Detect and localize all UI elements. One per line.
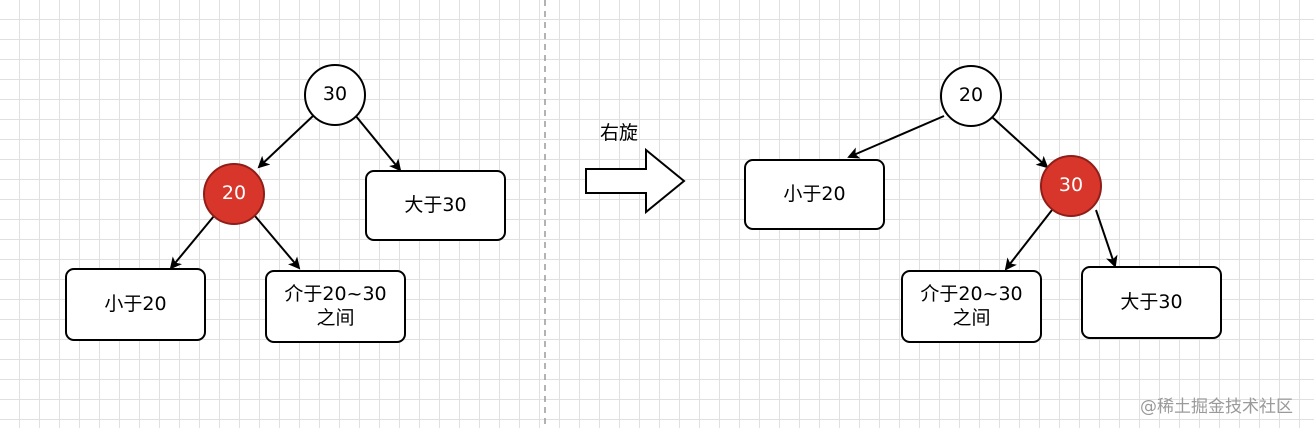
edge-30-to-gt30	[354, 114, 402, 172]
operation-label: 右旋	[600, 122, 639, 144]
edge-20-to-between	[254, 215, 301, 270]
edge-30-to-between-right	[1004, 209, 1053, 271]
node-right-right-leaf: 大于30	[1081, 266, 1222, 339]
middle-leaf-line1-right: 介于20~30	[920, 282, 1023, 305]
middle-leaf-line1: 介于20~30	[284, 282, 387, 305]
node-left-root: 30	[304, 64, 366, 126]
node-left-middle-leaf: 介于20~30 之间	[265, 270, 406, 343]
node-left-child-highlighted: 20	[203, 163, 265, 225]
node-left-left-leaf: 小于20	[65, 268, 206, 341]
node-right-left-leaf: 小于20	[744, 159, 885, 230]
node-right-root: 20	[940, 65, 1002, 127]
edge-30-to-20	[257, 114, 315, 169]
node-right-child-highlighted: 30	[1040, 155, 1102, 217]
node-left-right-leaf: 大于30	[365, 170, 506, 241]
edge-20-to-lt20-right	[847, 115, 945, 159]
rotation-arrow	[585, 147, 686, 215]
middle-leaf-line2-right: 之间	[952, 306, 991, 329]
edge-30-to-gt30-right	[1095, 209, 1118, 268]
edge-20-to-30-right	[991, 116, 1049, 169]
edge-20-to-lt20	[169, 215, 215, 270]
node-right-middle-leaf: 介于20~30 之间	[901, 270, 1042, 343]
middle-leaf-line2: 之间	[316, 306, 355, 329]
watermark: @稀土掘金技术社区	[1140, 397, 1293, 417]
